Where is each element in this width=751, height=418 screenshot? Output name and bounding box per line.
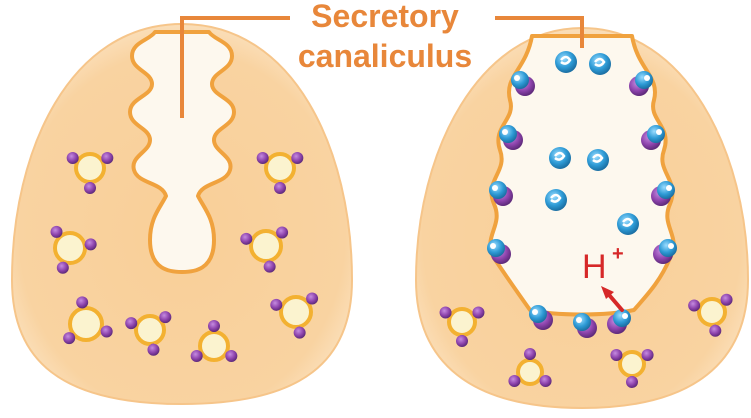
hydrogen-ion-charge: +: [612, 244, 624, 264]
proton-pump-icon: [587, 149, 609, 171]
proton-pump-icon: [549, 147, 571, 169]
stimulated-cell: [416, 28, 748, 408]
proton-pump-icon: [545, 189, 567, 211]
proton-pump-icon: [555, 51, 577, 73]
hydrogen-ion-symbol: H: [582, 250, 607, 284]
proton-pump-icon: [589, 53, 611, 75]
canaliculus-label-line-2: canaliculus: [285, 38, 485, 74]
canaliculus-label-line-1: Secretory: [290, 0, 480, 34]
proton-pump-icon: [617, 213, 639, 235]
